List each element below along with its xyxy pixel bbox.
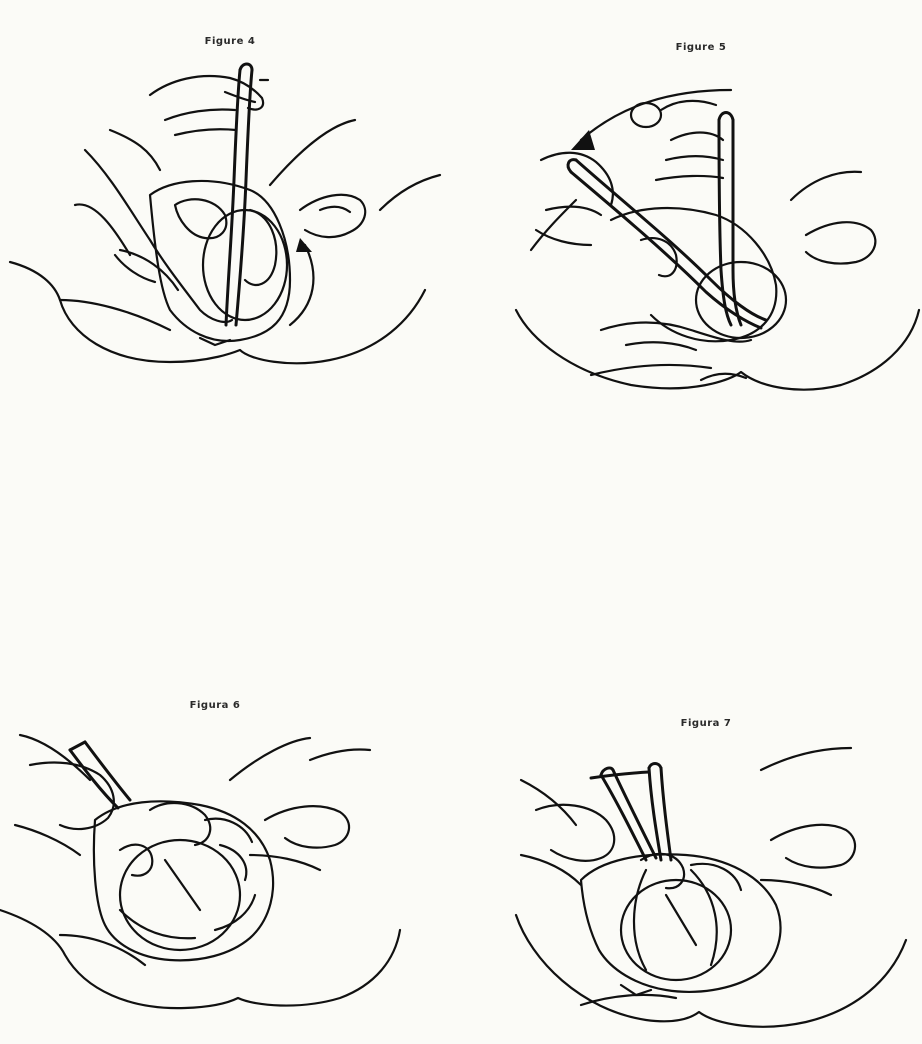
figure-6-illustration — [0, 680, 461, 1044]
figure-4-panel: Figure 4 — [0, 0, 461, 420]
figure-7-illustration — [461, 680, 922, 1044]
figure-5-panel: Figure 5 — [461, 0, 922, 420]
figure-4-illustration — [0, 0, 461, 420]
figure-6-panel: Figura 6 — [0, 680, 461, 1044]
figure-5-illustration — [461, 0, 922, 420]
figure-7-panel: Figura 7 — [461, 680, 922, 1044]
